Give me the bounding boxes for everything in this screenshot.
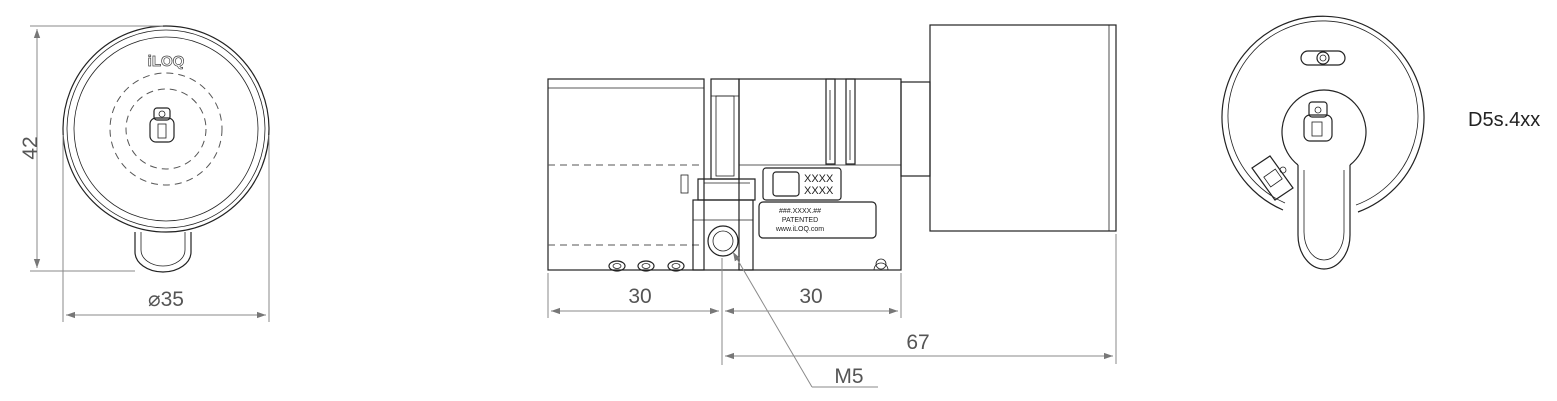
svg-text:###.XXXX.##: ###.XXXX.## <box>779 208 821 215</box>
dim-screw-label: M5 <box>834 365 863 388</box>
dim-left-label: 30 <box>628 285 651 308</box>
back-view: D5s.4xx <box>1221 15 1540 270</box>
front-view: iLOQ 42 ⌀35 <box>19 25 270 322</box>
back-outer-ring <box>1221 15 1425 213</box>
back-keyway-icon <box>1303 101 1333 142</box>
svg-text:PATENTED: PATENTED <box>782 217 818 224</box>
side-left-body <box>547 78 705 271</box>
back-thumb-turn <box>1297 165 1351 270</box>
front-lug <box>134 232 192 273</box>
side-screw-hole <box>707 225 739 257</box>
side-center-block <box>692 199 754 271</box>
side-label-plate: XXXX XXXX ###.XXXX.## PATENTED www.iLOQ.… <box>758 167 877 239</box>
front-dashed-circle <box>109 72 223 186</box>
svg-text:XXXX: XXXX <box>804 185 834 197</box>
front-outer-ring <box>62 25 270 233</box>
svg-text:www.iLOQ.com: www.iLOQ.com <box>775 226 824 233</box>
dim-screw-leader <box>732 251 813 388</box>
dim-right-label: 30 <box>799 285 822 308</box>
front-keyway-icon <box>149 107 175 143</box>
back-slot-icon <box>1300 50 1346 66</box>
side-view: XXXX XXXX ###.XXXX.## PATENTED www.iLOQ.… <box>547 24 1117 388</box>
back-latch-icon <box>1251 155 1294 201</box>
side-neck <box>900 81 931 177</box>
side-knob <box>929 24 1117 232</box>
dim-diameter-label: ⌀35 <box>148 288 184 311</box>
side-cam <box>697 78 756 201</box>
front-logo: iLOQ <box>148 53 185 70</box>
dim-total-label: 67 <box>906 331 929 354</box>
side-pins <box>608 260 685 272</box>
svg-text:XXXX: XXXX <box>804 173 834 185</box>
dim-height-label: 42 <box>19 136 42 159</box>
model-code: D5s.4xx <box>1468 109 1540 131</box>
